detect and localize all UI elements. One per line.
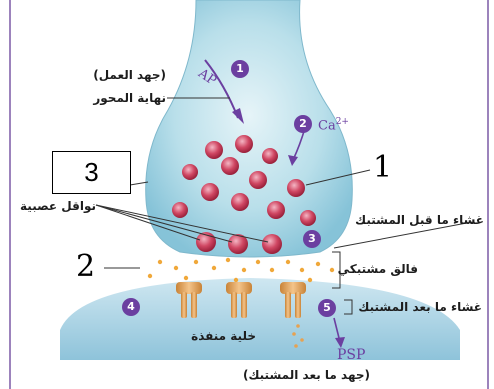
vesicle [182,164,198,180]
vesicle [249,171,267,189]
neurotransmitters-label: نواقل عصبية [20,199,96,213]
receptors [176,282,306,318]
badge-2: 2 [294,115,312,133]
axon-terminal-label: نهاية المحور [93,91,166,105]
vesicle [262,148,278,164]
synaptic-cleft-label: فالق مشتبكي [338,262,418,276]
badge-3: 3 [303,230,321,248]
badge-4: 4 [122,298,140,316]
vesicle [267,201,285,219]
psp-label: PSP [337,347,365,363]
postsynaptic-potential-label: (جهد ما بعد المشتبك) [243,368,370,382]
vesicle [300,210,316,226]
badge-1: 1 [231,60,249,78]
vesicle [201,183,219,201]
vesicle [235,135,253,153]
calcium-charge: 2+ [336,117,349,127]
action-potential-label: (جهد العمل) [93,68,166,82]
badge-5: 5 [318,299,336,317]
postsynaptic-membrane-label: غشاء ما بعد المشتبك [358,300,482,314]
effector-cell-label: خلية منفذة [191,329,256,343]
vesicle [231,193,249,211]
vesicle [221,157,239,175]
calcium-label: Ca2+ [318,117,349,133]
vesicle [262,234,282,254]
postsynaptic-cell [60,278,460,360]
vesicle [205,141,223,159]
vesicle [287,179,305,197]
answer-box-value: 3 [84,157,98,188]
answer-label-2: 2 [76,252,95,282]
calcium-symbol: Ca [318,118,336,133]
vesicle [172,202,188,218]
answer-box: 3 [52,151,131,194]
presynaptic-membrane-label: غشاء ما قبل المشتبك [355,213,484,227]
answer-label-1: 1 [373,153,392,183]
